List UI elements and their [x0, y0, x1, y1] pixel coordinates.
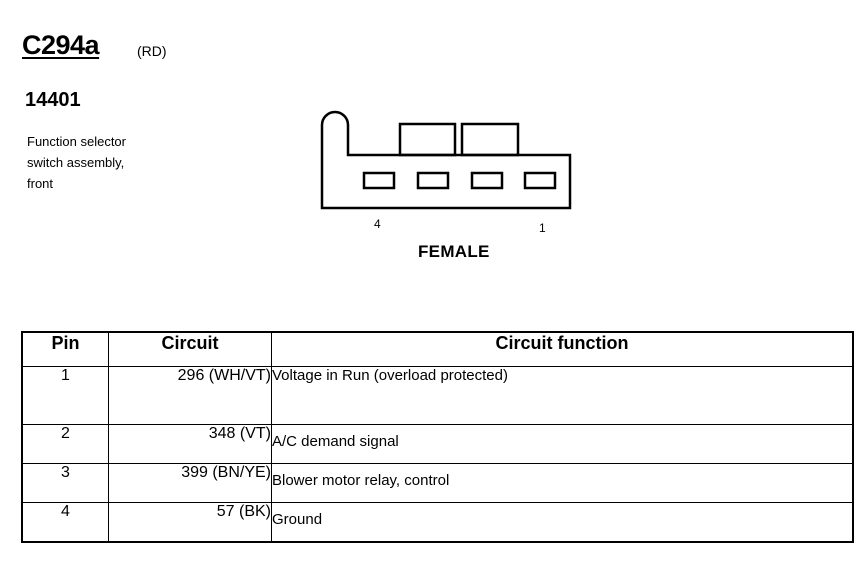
connector-housing-outline	[320, 110, 572, 210]
connector-gender-label: FEMALE	[418, 242, 490, 261]
header-circuit: Circuit	[108, 331, 272, 367]
component-description: Function selector switch assembly, front	[27, 131, 167, 194]
pin-cavity-4	[362, 171, 396, 190]
pin-number-right: 1	[539, 221, 546, 235]
table-row: 1 296 (WH/VT) Voltage in Run (overload p…	[21, 366, 854, 425]
cell-function: A/C demand signal	[271, 424, 854, 464]
description-line: switch assembly,	[27, 155, 125, 170]
connector-color-code: (RD)	[137, 43, 167, 59]
table-header-row: Pin Circuit Circuit function	[21, 331, 854, 367]
description-line: front	[27, 176, 54, 191]
part-number: 14401	[25, 89, 81, 111]
connector-id: C294a	[22, 30, 100, 60]
connector-latch-left	[398, 122, 457, 157]
pin-cavity-2	[470, 171, 504, 190]
table-row: 2 348 (VT) A/C demand signal	[21, 424, 854, 464]
header-pin: Pin	[21, 331, 109, 367]
pin-cavity-1	[523, 171, 557, 190]
cell-pin: 2	[21, 424, 109, 464]
cell-function: Blower motor relay, control	[271, 463, 854, 503]
cell-circuit: 296 (WH/VT)	[108, 366, 272, 425]
connector-latch-right	[460, 122, 520, 157]
cell-circuit: 348 (VT)	[108, 424, 272, 464]
header-circuit-function: Circuit function	[271, 331, 854, 367]
table-row: 3 399 (BN/YE) Blower motor relay, contro…	[21, 463, 854, 503]
cell-pin: 1	[21, 366, 109, 425]
cell-function: Voltage in Run (overload protected)	[271, 366, 854, 425]
description-line: Function selector	[27, 134, 126, 149]
pin-number-left: 4	[374, 217, 381, 231]
cell-circuit: 57 (BK)	[108, 502, 272, 543]
table-row: 4 57 (BK) Ground	[21, 502, 854, 543]
cell-function: Ground	[271, 502, 854, 543]
pinout-table: Pin Circuit Circuit function 1 296 (WH/V…	[21, 331, 854, 543]
cell-pin: 4	[21, 502, 109, 543]
pin-cavity-3	[416, 171, 450, 190]
connector-face-diagram	[320, 110, 572, 210]
cell-circuit: 399 (BN/YE)	[108, 463, 272, 503]
cell-pin: 3	[21, 463, 109, 503]
